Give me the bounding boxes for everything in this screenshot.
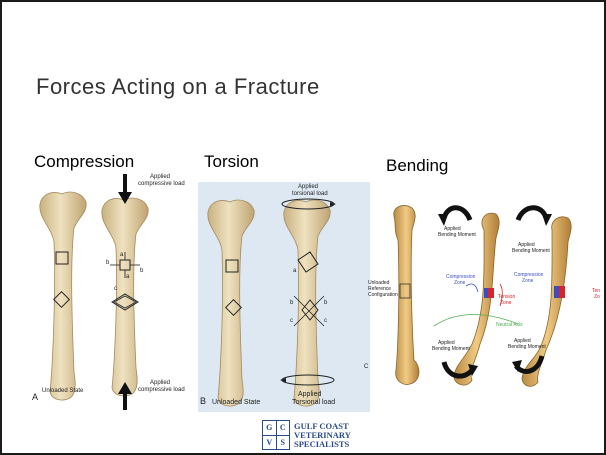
top-load-label-1: Applied: [150, 174, 170, 180]
torsion-top-label-2: torsional load: [292, 191, 328, 197]
top-load-label-2: compressive load: [138, 181, 185, 187]
neutral-axis-label: Neutral Axis: [496, 322, 523, 328]
gcvs-logo-mark: G C V S: [262, 420, 290, 450]
moment-label-2b: Bending Moment: [512, 248, 550, 254]
torsion-marker-c2: c: [324, 318, 327, 324]
moment-label-3b: Bending Moment: [432, 346, 470, 352]
torsion-state-label: Unloaded State: [212, 399, 260, 406]
bottom-load-label-2: compressive load: [138, 387, 185, 393]
slide-title: Forces Acting on a Fracture: [36, 74, 320, 100]
compression-figure: a b b a c Applied compressive load Appli…: [32, 172, 197, 412]
unloaded-state-label: Unloaded State: [42, 388, 84, 394]
panel-letter-a: A: [32, 392, 38, 402]
marker-c: c: [114, 286, 117, 292]
torsion-marker-c: c: [290, 318, 293, 324]
moment-label-4b: Bending Moment: [508, 344, 546, 350]
gcvs-logo: G C V S GULF COAST VETERINARY SPECIALIST…: [262, 418, 351, 452]
torsion-top-label-1: Applied: [298, 184, 318, 190]
moment-arrow-1: [444, 208, 470, 220]
tension-zone-label-2: Zone: [500, 300, 512, 306]
marker-b-right: b: [140, 268, 144, 274]
gcvs-logo-text: GULF COAST VETERINARY SPECIALISTS: [294, 422, 351, 449]
bending-figure: Unloaded Reference Configuration Applied…: [368, 180, 604, 400]
compression-zone-label-2: Zone: [454, 280, 466, 286]
moment-arrow-2: [518, 208, 546, 220]
torsion-bottom-label-1: Applied: [298, 391, 321, 398]
torsion-heading: Torsion: [204, 152, 259, 172]
tension-zone-cut-2: Zo: [594, 294, 600, 300]
torsion-bottom-label-2: Torsional load: [292, 399, 335, 406]
moment-label-1b: Bending Moment: [438, 232, 476, 238]
torsion-figure: a b c b c C Applied torsional load Appli…: [198, 182, 370, 412]
bending-heading: Bending: [386, 156, 448, 176]
panel-letter-b: B: [200, 396, 206, 406]
loaded-tibia: [102, 198, 148, 396]
compression-zone-label-4: Zone: [522, 278, 534, 284]
unloaded-label-3: Configuration: [368, 292, 398, 298]
bottom-load-label-1: Applied: [150, 380, 170, 386]
unloaded-tibia: [40, 192, 86, 400]
marker-b-left: b: [106, 260, 110, 266]
compression-heading: Compression: [34, 152, 134, 172]
